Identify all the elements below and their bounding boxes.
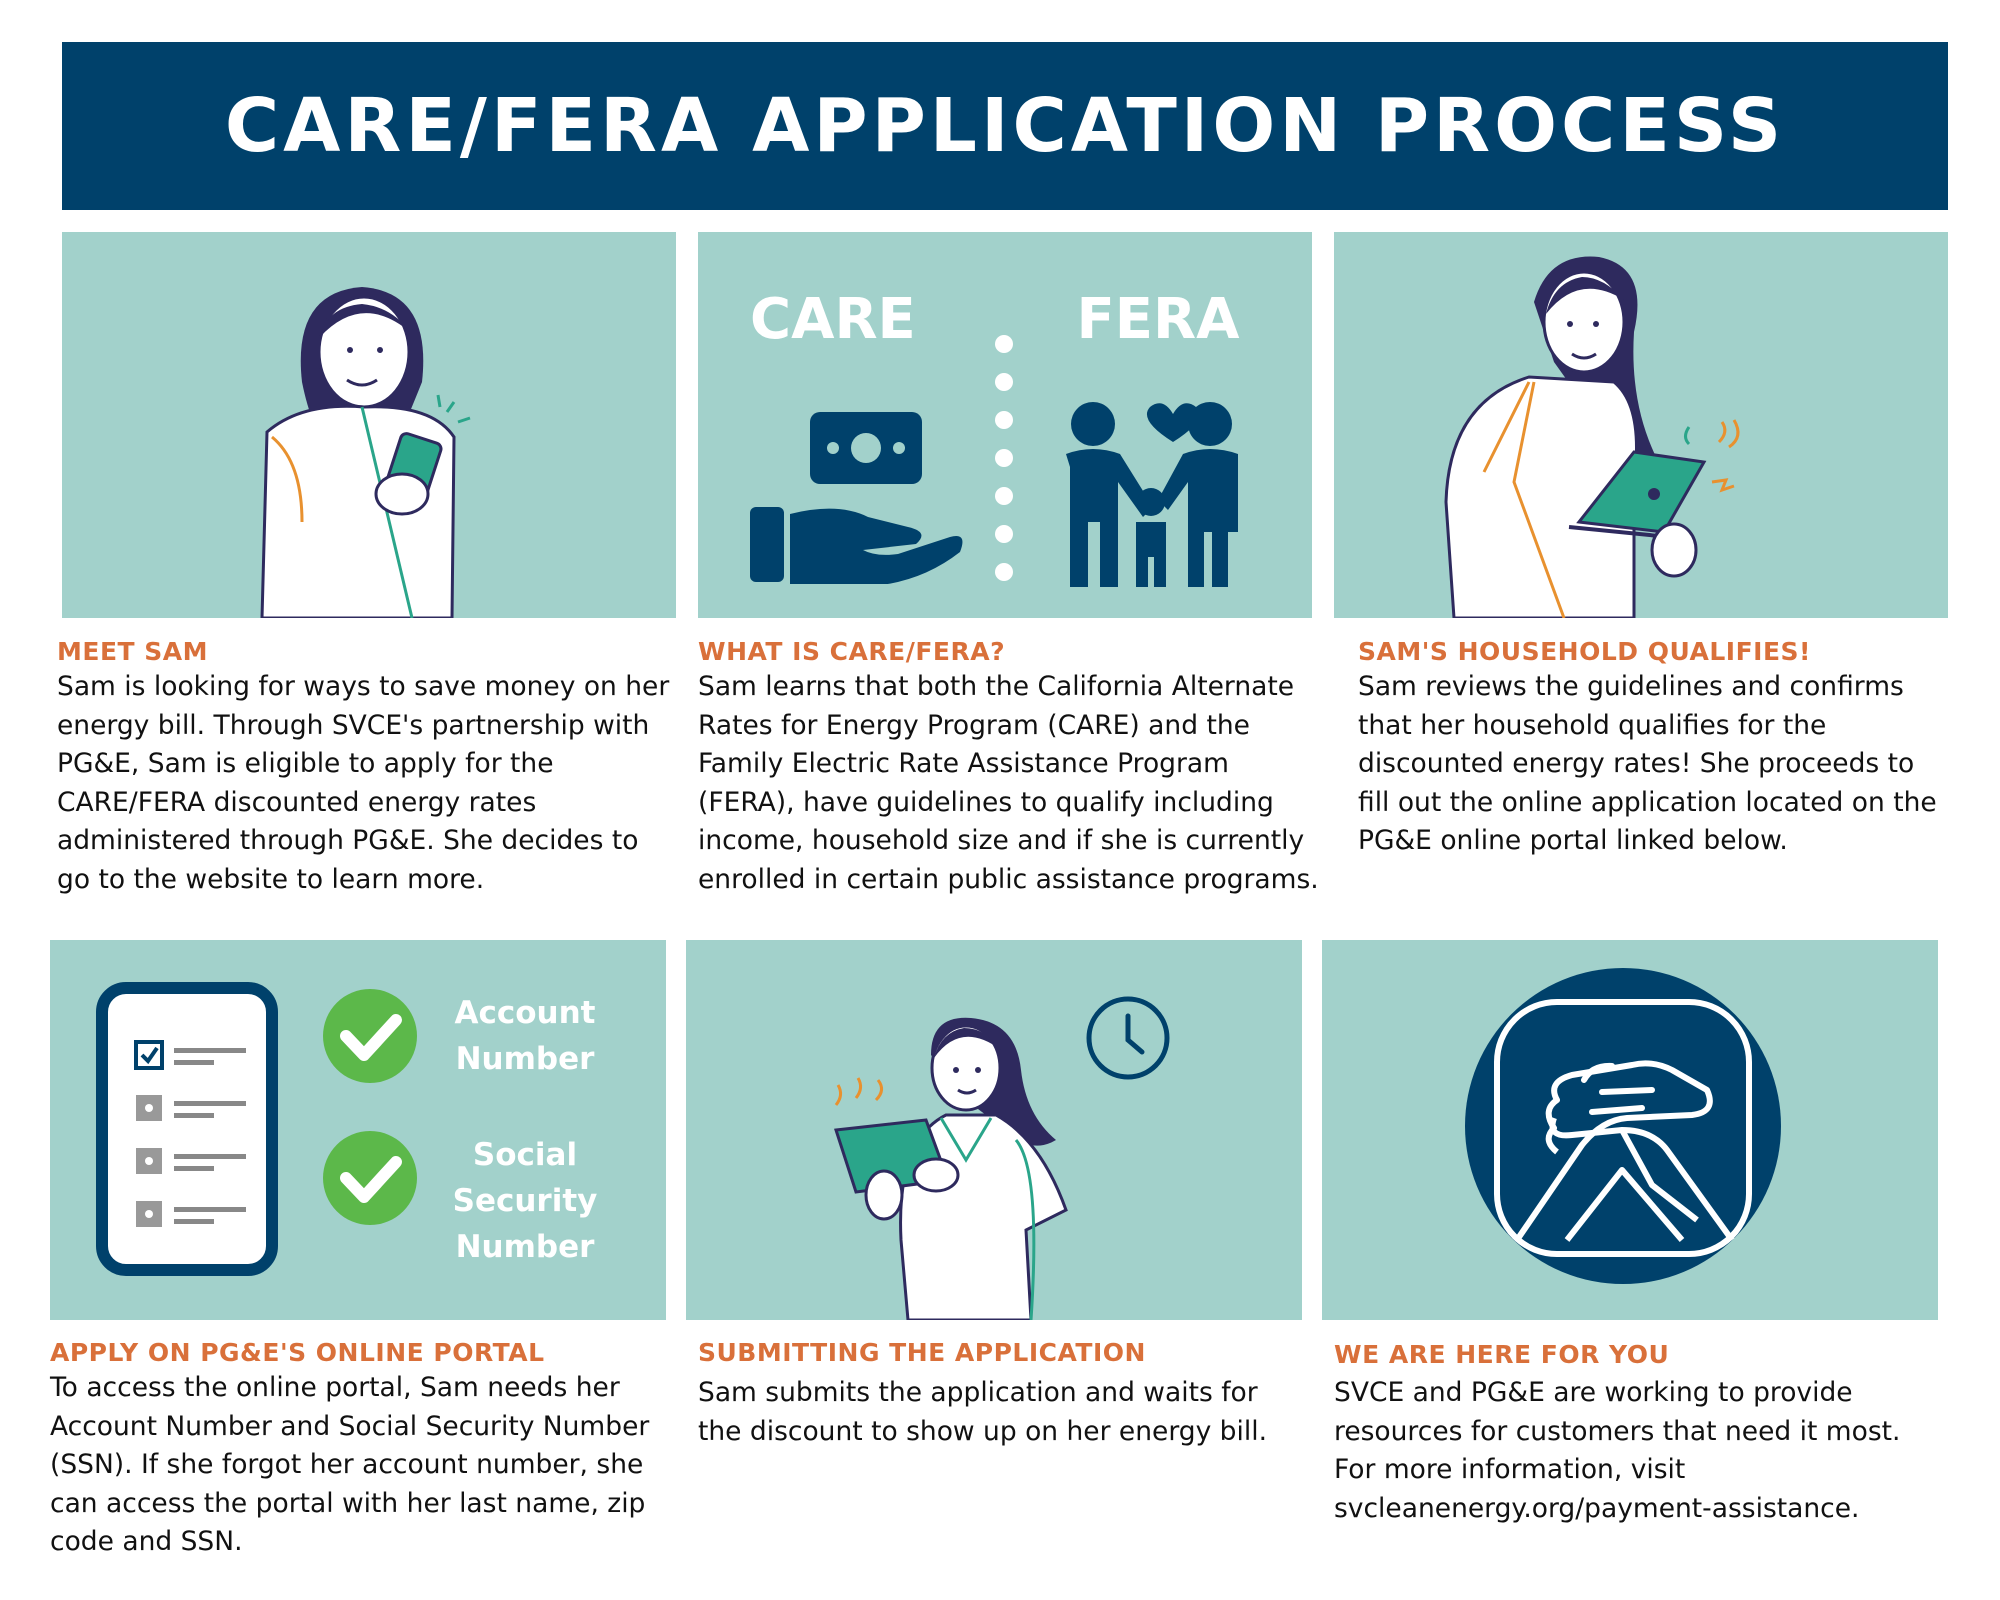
step-heading-household-qualifies: SAM'S HOUSEHOLD QUALIFIES! (1358, 637, 1811, 666)
green-check-icon (323, 1131, 417, 1225)
dotted-divider (995, 335, 1013, 581)
ssn-label: Social Security Number (452, 1137, 598, 1265)
step-body-submitting: Sam submits the application and waits fo… (698, 1377, 1268, 1447)
step-body-household-qualifies: Sam reviews the guidelines and confirms … (1358, 671, 1937, 856)
step-heading-what-is-care-fera: WHAT IS CARE/FERA? (698, 637, 1006, 666)
phone-checklist-icon (96, 982, 417, 1276)
step-body-what-is-care-fera: Sam learns that both the California Alte… (698, 671, 1319, 895)
money-in-hand-icon (750, 412, 963, 584)
panel-what-is-care-fera: CARE FERA (698, 232, 1312, 618)
woman-with-phone-icon (260, 287, 471, 618)
panel-here-for-you (1322, 940, 1938, 1320)
title-banner: CARE/FERA APPLICATION PROCESS (62, 42, 1948, 210)
step-body-here-for-you: SVCE and PG&E are working to provide res… (1334, 1377, 1901, 1524)
fera-label: FERA (1076, 287, 1240, 352)
panel-submitting (686, 940, 1302, 1320)
clock-icon (1086, 996, 1170, 1080)
step-body-apply-portal: To access the online portal, Sam needs h… (50, 1372, 650, 1557)
page-title: CARE/FERA APPLICATION PROCESS (224, 83, 1786, 169)
care-fera-icons (750, 335, 1238, 587)
step-heading-submitting: SUBMITTING THE APPLICATION (698, 1338, 1146, 1367)
handshake-icon (1465, 968, 1781, 1284)
panel-apply-portal: Account Number Social Security Number (50, 940, 666, 1320)
panel-household-qualifies (1334, 232, 1948, 618)
account-number-label: Account Number (454, 995, 596, 1077)
step-body-meet-sam: Sam is looking for ways to save money on… (57, 671, 670, 895)
woman-with-laptop-icon (1444, 256, 1740, 618)
family-heart-icon (1066, 402, 1238, 587)
step-heading-meet-sam: MEET SAM (57, 637, 209, 666)
step-heading-apply-portal: APPLY ON PG&E'S ONLINE PORTAL (50, 1338, 545, 1367)
green-check-icon (323, 989, 417, 1083)
panel-meet-sam (62, 232, 676, 618)
care-label: CARE (750, 287, 916, 352)
step-heading-here-for-you: WE ARE HERE FOR YOU (1334, 1340, 1670, 1369)
woman-with-tablet-icon (834, 996, 1170, 1320)
